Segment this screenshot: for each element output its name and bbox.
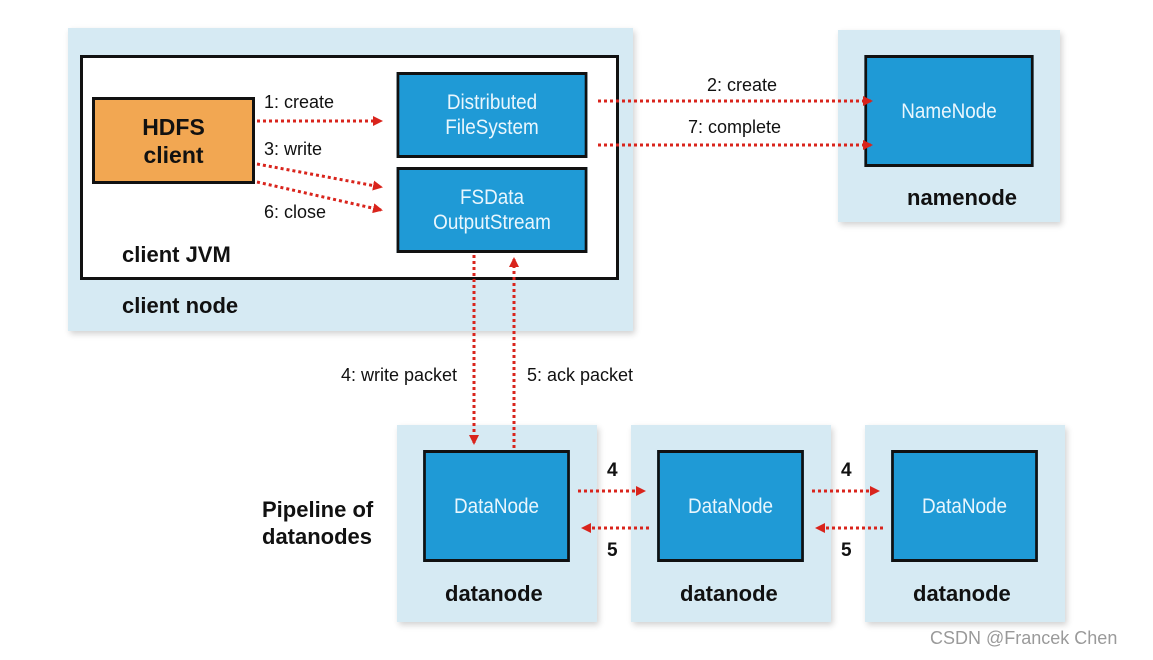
datanode-label-1: datanode [445,581,543,606]
datanode-box-1: DataNode [423,450,570,562]
step-7-label: 7: complete [688,117,782,137]
fsdata-outputstream-box: FSData OutputStream [396,167,588,253]
client-node-label: client node [122,293,239,318]
datanode-box-2: DataNode [657,450,804,562]
pipeline-back-label-2: 5 [841,540,852,561]
namenode-label: namenode [907,185,1018,210]
namenode-box: NameNode [864,55,1034,167]
datanode-label-3: datanode [913,581,1011,606]
datanode-box-3: DataNode [891,450,1038,562]
hdfs-client-box: HDFS client [92,97,255,184]
step-6-label: 6: close [264,202,327,222]
watermark: CSDN @Francek Chen [930,628,1118,648]
pipeline-back-label-1: 5 [607,540,618,561]
step-3-label: 3: write [264,139,323,159]
pipeline-forward-label-1: 4 [607,460,618,481]
pipeline-forward-label-2: 4 [841,460,852,481]
pipeline-label: Pipeline of datanodes [262,497,374,549]
step-2-label: 2: create [707,75,778,95]
datanode-label-2: datanode [680,581,778,606]
client-jvm-label: client JVM [122,242,231,267]
step-4-label: 4: write packet [341,365,458,385]
distributed-filesystem-box: Distributed FileSystem [396,72,588,158]
step-1-label: 1: create [264,92,335,112]
step-5-label: 5: ack packet [527,365,634,385]
